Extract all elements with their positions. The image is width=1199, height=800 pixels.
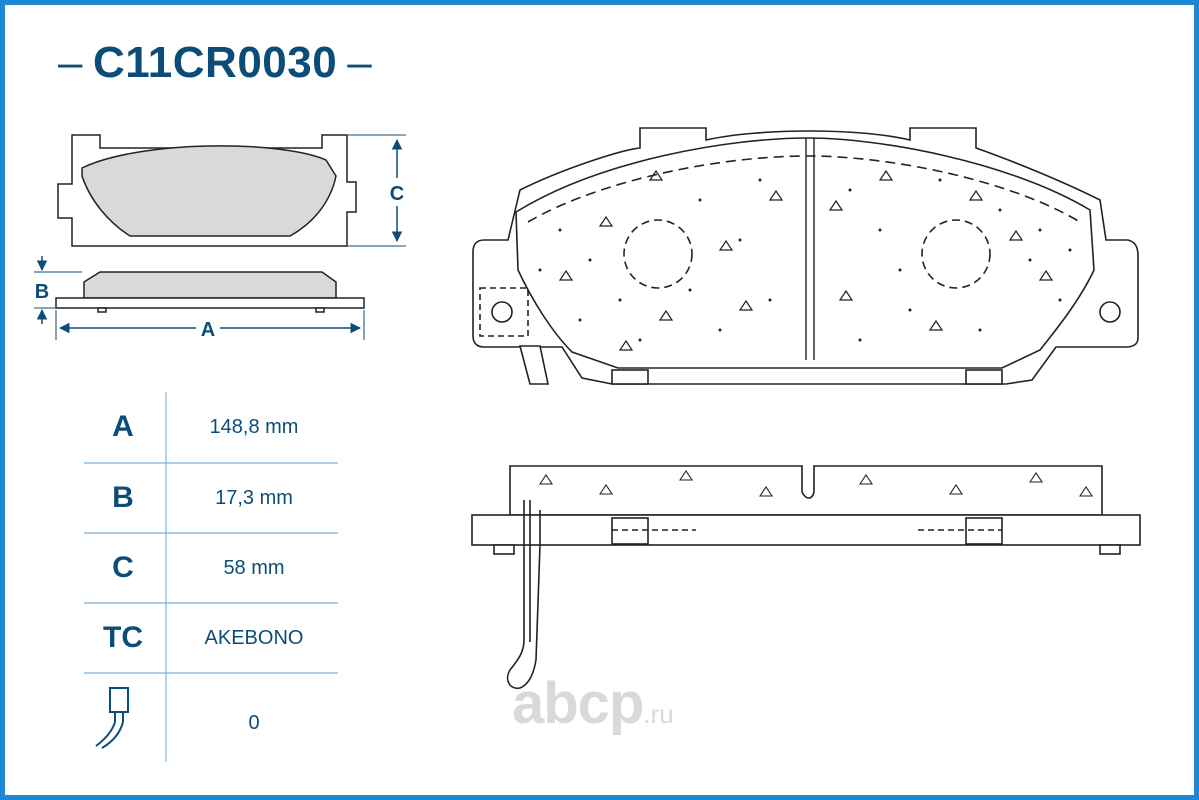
title-dash-right: – [347, 38, 373, 87]
large-pad-front-view [472, 127, 1139, 385]
spec-value: 0 [248, 711, 260, 734]
spec-value: 17,3 mm [215, 486, 293, 509]
spec-key: C [112, 551, 134, 584]
dim-label-c: C [390, 183, 404, 205]
page-title: –C11CR0030– [48, 38, 382, 88]
small-pad-side-view [55, 271, 365, 313]
spec-value: 58 mm [223, 556, 285, 579]
large-pad-side-view [471, 465, 1141, 690]
spec-key: TC [103, 621, 143, 654]
dim-label-a: A [201, 319, 215, 341]
spec-row-b: B 17,3 mm [80, 463, 340, 533]
watermark-suffix: .ru [643, 699, 674, 729]
spec-value: 148,8 mm [209, 415, 299, 438]
dim-label-b: B [35, 281, 49, 303]
friction-texture [538, 178, 1072, 342]
spec-table-grid [84, 392, 338, 762]
title-dash-left: – [58, 38, 83, 87]
side-texture [538, 470, 1094, 497]
dimension-a: A [55, 310, 365, 342]
part-number: C11CR0030 [92, 38, 338, 87]
small-pad-front-view [57, 134, 357, 247]
wear-sensor-icon [95, 687, 129, 749]
spec-row-tc: TC AKEBONO [80, 603, 340, 673]
spec-row-c: C 58 mm [80, 533, 340, 603]
watermark: abcp.ru [512, 670, 674, 737]
spec-row-sensor: 0 [80, 688, 340, 758]
spec-key: B [112, 481, 134, 514]
spec-row-a: A 148,8 mm [80, 392, 340, 462]
dimension-c: C [348, 134, 408, 247]
dimension-b: B [34, 256, 82, 324]
spec-value: AKEBONO [204, 626, 304, 649]
spec-key: A [112, 410, 134, 443]
watermark-main: abcp [512, 671, 644, 736]
friction-texture-triangles [558, 169, 1054, 351]
